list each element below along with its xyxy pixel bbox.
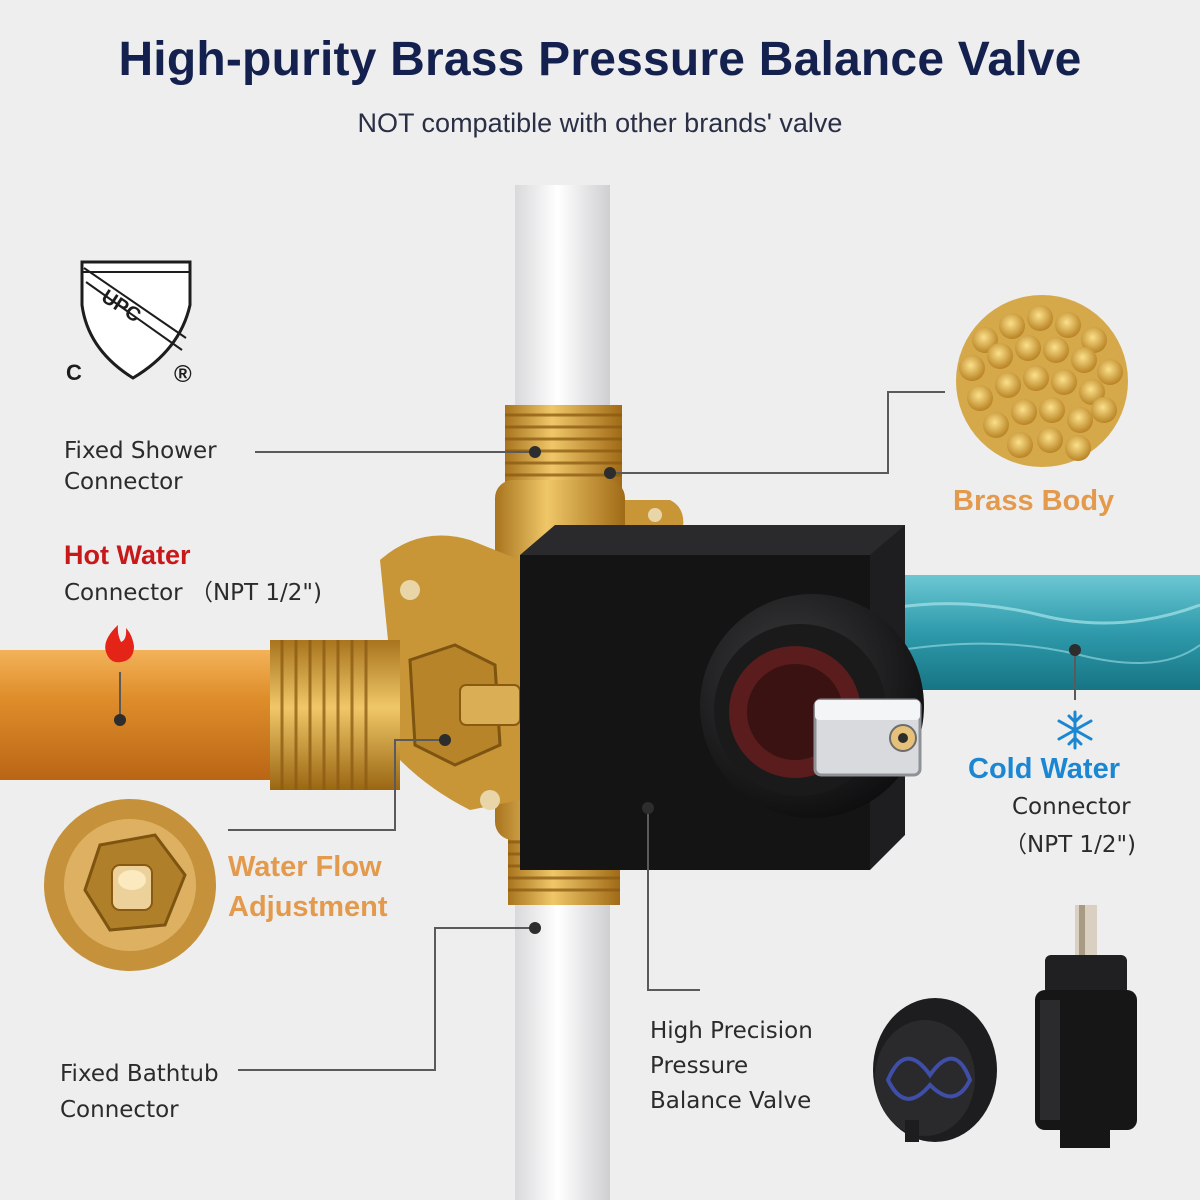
- upc-shield-icon: [80, 260, 192, 380]
- cold-water-npt-label: （NPT 1/2"): [1004, 832, 1137, 858]
- cert-c-text: C: [66, 360, 82, 385]
- registered-mark: ®: [174, 361, 192, 388]
- page-title: High-purity Brass Pressure Balance Valve: [118, 33, 1082, 86]
- page-subtitle: NOT compatible with other brands' valve: [357, 108, 843, 138]
- brass-body-label: Brass Body: [953, 485, 1115, 517]
- flow-adjustment-closeup-icon: [44, 799, 216, 971]
- cold-water-title: Cold Water: [968, 753, 1120, 785]
- cold-water-connector-label: Connector: [1012, 794, 1131, 820]
- hot-water-connector-label: Connector （NPT 1/2"): [64, 580, 322, 606]
- brass-rods-icon: [956, 295, 1128, 467]
- snowflake-icon: [1057, 710, 1093, 750]
- water-flow-label: Water Flow Adjustment: [228, 851, 388, 923]
- cartridge-upright-icon: [1035, 905, 1137, 1148]
- pressure-valve-label: High Precision Pressure Balance Valve: [650, 1018, 813, 1114]
- fixed-bathtub-label: Fixed Bathtub Connector: [60, 1061, 219, 1123]
- cartridge-side-icon: [873, 998, 997, 1142]
- hot-water-title: Hot Water: [64, 540, 191, 570]
- flame-icon: [105, 625, 134, 663]
- fixed-shower-label: Fixed Shower Connector: [64, 438, 217, 495]
